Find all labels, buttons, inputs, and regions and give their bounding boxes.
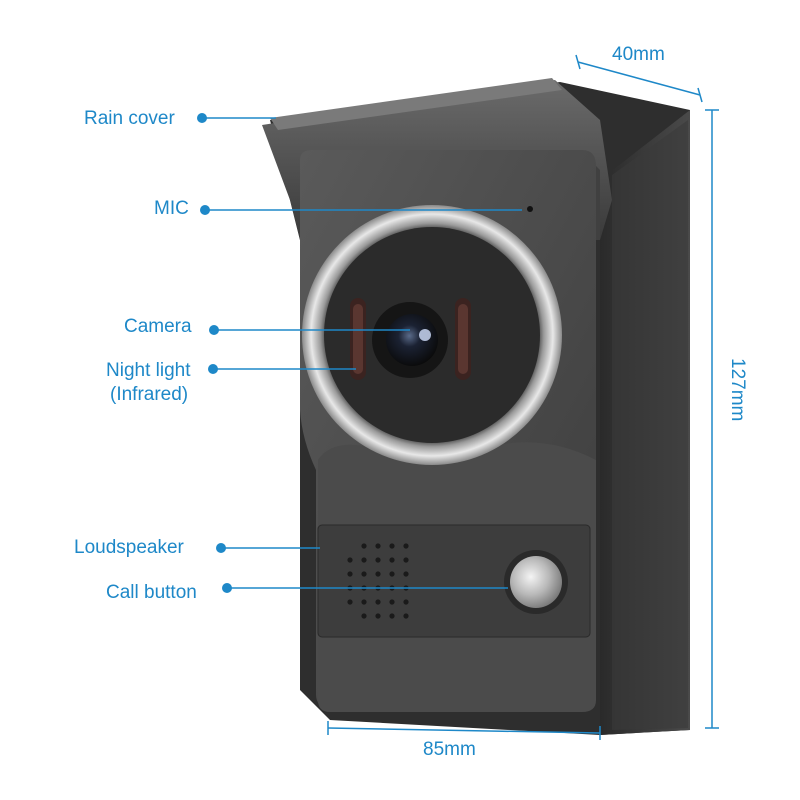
speaker-hole [375, 557, 381, 563]
speaker-hole [389, 543, 395, 549]
width-dimension-label: 85mm [423, 739, 476, 760]
speaker-hole [403, 599, 409, 605]
mic-leader [200, 205, 522, 215]
mic-hole [527, 206, 533, 212]
speaker-hole [375, 599, 381, 605]
speaker-hole [389, 613, 395, 619]
speaker-grille [347, 543, 409, 619]
night-light-leader [208, 364, 356, 374]
speaker-hole [347, 557, 353, 563]
height-dimension-label: 127mm [727, 358, 748, 422]
speaker-hole [403, 613, 409, 619]
camera-leader [209, 325, 410, 335]
loudspeaker-leader [216, 543, 320, 553]
speaker-hole [403, 543, 409, 549]
speaker-hole [361, 571, 367, 577]
depth-dimension-line [575, 54, 703, 103]
speaker-hole [375, 613, 381, 619]
height-dimension-line [705, 109, 719, 729]
speaker-hole [389, 571, 395, 577]
speaker-hole [361, 599, 367, 605]
speaker-hole [347, 571, 353, 577]
night-light-sublabel: (Infrared) [110, 384, 189, 405]
night-light-label: Night light [106, 360, 191, 381]
rain-cover-leader [197, 113, 276, 123]
speaker-hole [375, 543, 381, 549]
speaker-hole [389, 557, 395, 563]
speaker-hole [375, 571, 381, 577]
depth-dimension-label: 40mm [612, 44, 665, 65]
rain-cover-label: Rain cover [84, 108, 175, 129]
call-button-leader [222, 583, 508, 593]
width-dimension-line [327, 721, 601, 740]
speaker-hole [403, 557, 409, 563]
speaker-hole [403, 571, 409, 577]
mic-label: MIC [154, 198, 189, 219]
speaker-hole [347, 599, 353, 605]
speaker-hole [361, 543, 367, 549]
camera-label: Camera [124, 316, 192, 337]
call-button-label: Call button [106, 582, 197, 603]
speaker-hole [361, 613, 367, 619]
loudspeaker-label: Loudspeaker [74, 537, 184, 558]
speaker-hole [361, 557, 367, 563]
speaker-hole [389, 599, 395, 605]
